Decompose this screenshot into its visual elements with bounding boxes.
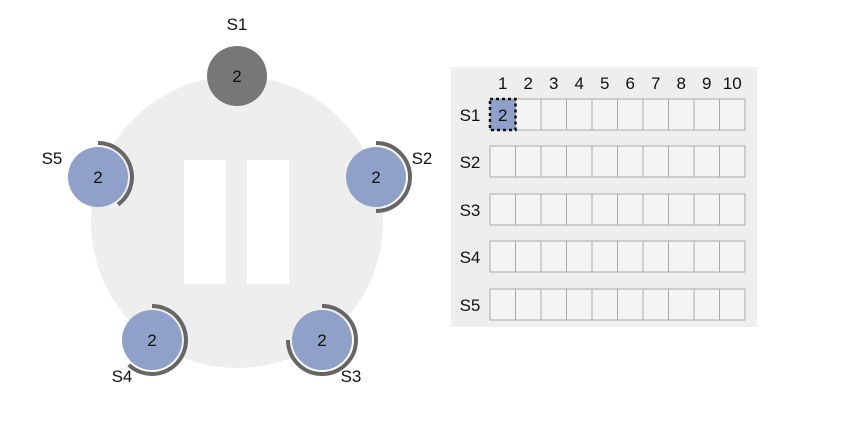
log-entry-term: 2 <box>498 106 507 125</box>
log-row-s1: S1 2 <box>460 97 746 132</box>
log-cell[interactable] <box>642 145 669 178</box>
log-cell[interactable] <box>719 240 746 273</box>
server-label: S5 <box>42 149 63 168</box>
log-cell[interactable] <box>642 98 669 131</box>
log-cell[interactable] <box>515 98 542 131</box>
log-index-header: 1 <box>498 74 507 93</box>
log-cell[interactable] <box>515 240 542 273</box>
log-entry[interactable] <box>488 97 517 132</box>
log-row-s4: S4 <box>460 240 746 273</box>
election-timeout-arc <box>375 141 412 213</box>
server-term: 2 <box>232 67 241 86</box>
log-row-label: S2 <box>460 153 481 172</box>
server-s1[interactable]: 2 S1 <box>207 15 267 106</box>
log-row-label: S4 <box>460 248 481 267</box>
log-cell[interactable] <box>668 98 695 131</box>
log-cell[interactable] <box>642 240 669 273</box>
log-cell[interactable] <box>540 98 567 131</box>
log-index-header: 10 <box>723 74 742 93</box>
log-cell[interactable] <box>668 288 695 321</box>
log-index-header: 5 <box>600 74 609 93</box>
log-cell[interactable] <box>668 193 695 226</box>
server-label: S3 <box>341 367 362 386</box>
log-index-header: 3 <box>549 74 558 93</box>
log-cell[interactable] <box>693 98 720 131</box>
log-cell[interactable] <box>591 288 618 321</box>
log-index-header: 9 <box>702 74 711 93</box>
log-cell[interactable] <box>693 145 720 178</box>
log-row-label: S5 <box>460 296 481 315</box>
log-cell[interactable] <box>693 240 720 273</box>
log-index-header: 4 <box>575 74 584 93</box>
log-row-s3: S3 <box>460 193 746 226</box>
log-cell[interactable] <box>540 240 567 273</box>
election-timeout-arc <box>127 304 188 376</box>
log-cell[interactable] <box>617 98 644 131</box>
server-circle[interactable] <box>292 310 352 370</box>
election-timeout-arc <box>286 304 358 376</box>
log-cell[interactable] <box>719 193 746 226</box>
server-s4[interactable]: 2S4 <box>112 304 188 386</box>
log-cell[interactable] <box>540 145 567 178</box>
log-cell[interactable] <box>642 193 669 226</box>
log-cell[interactable] <box>719 288 746 321</box>
log-row-label: S1 <box>460 106 481 125</box>
log-cell[interactable] <box>489 193 516 226</box>
server-s2[interactable]: 2 S2 <box>346 141 433 213</box>
log-cell[interactable] <box>617 193 644 226</box>
server-circle[interactable] <box>207 46 267 106</box>
server-s3[interactable]: 2S3 <box>286 304 362 386</box>
log-index-header: 8 <box>677 74 686 93</box>
log-cell[interactable] <box>489 145 516 178</box>
log-cell[interactable] <box>566 145 593 178</box>
log-cell[interactable] <box>693 288 720 321</box>
server-circle[interactable] <box>346 147 406 207</box>
log-cell[interactable] <box>489 240 516 273</box>
log-cell[interactable] <box>591 98 618 131</box>
log-cell[interactable] <box>617 145 644 178</box>
log-cell[interactable] <box>617 240 644 273</box>
log-cell[interactable] <box>540 288 567 321</box>
pause-icon[interactable] <box>184 160 289 284</box>
log-cell[interactable] <box>693 193 720 226</box>
server-label: S4 <box>112 367 133 386</box>
log-cell[interactable] <box>642 288 669 321</box>
log-row-s5: S5 <box>460 288 746 321</box>
log-row-s2: S2 <box>460 145 746 178</box>
server-label: S2 <box>412 149 433 168</box>
log-cell[interactable] <box>719 145 746 178</box>
log-cell[interactable] <box>591 193 618 226</box>
log-cell[interactable] <box>591 145 618 178</box>
log-cell[interactable] <box>489 288 516 321</box>
log-cell[interactable] <box>566 288 593 321</box>
log-index-header: 2 <box>524 74 533 93</box>
server-circle[interactable] <box>122 310 182 370</box>
log-index-header: 7 <box>651 74 660 93</box>
cluster-ring[interactable] <box>91 76 383 368</box>
log-row-label: S3 <box>460 201 481 220</box>
server-s5[interactable]: 2 S5 <box>42 141 134 207</box>
log-cell[interactable] <box>515 145 542 178</box>
server-label: S1 <box>227 15 248 34</box>
log-cell[interactable] <box>668 240 695 273</box>
server-term: 2 <box>317 331 326 350</box>
log-cell[interactable] <box>566 193 593 226</box>
server-term: 2 <box>147 331 156 350</box>
log-cell[interactable] <box>617 288 644 321</box>
log-cell[interactable] <box>668 145 695 178</box>
log-cell[interactable] <box>719 98 746 131</box>
log-cell[interactable] <box>515 193 542 226</box>
server-term: 2 <box>371 168 380 187</box>
server-circle[interactable] <box>68 147 128 207</box>
log-cell[interactable] <box>566 240 593 273</box>
log-cell[interactable] <box>566 98 593 131</box>
log-index-header: 6 <box>626 74 635 93</box>
log-cell[interactable] <box>515 288 542 321</box>
election-timeout-arc <box>97 141 134 207</box>
log-cell[interactable] <box>540 193 567 226</box>
server-term: 2 <box>93 168 102 187</box>
log-cell[interactable] <box>591 240 618 273</box>
